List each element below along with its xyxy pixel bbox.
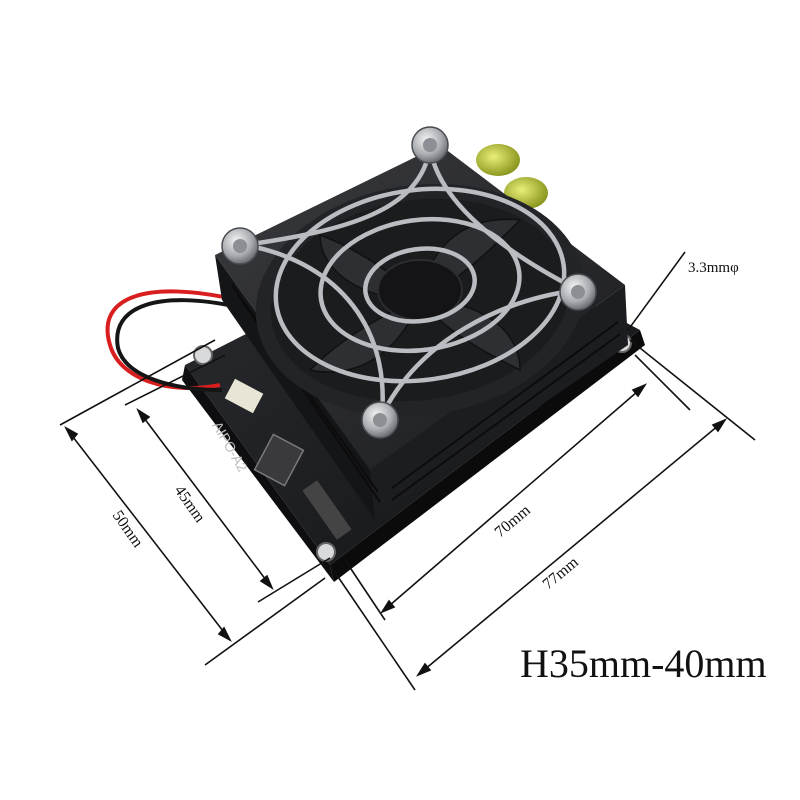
label-width-outer: 77mm xyxy=(540,553,583,593)
fan-connector xyxy=(224,378,264,414)
pin-header xyxy=(253,433,305,487)
fan-guard xyxy=(244,147,580,417)
mounting-hole xyxy=(316,542,336,562)
fan-wire xyxy=(105,289,239,392)
label-hole-diameter: 3.3mmφ xyxy=(688,260,739,276)
fan-screws xyxy=(221,126,597,439)
smd-strip xyxy=(302,480,352,540)
hole-leader xyxy=(627,251,686,331)
height-range-label: H35mm-40mm xyxy=(520,641,767,686)
label-depth-outer: 50mm xyxy=(109,508,147,552)
label-depth-inner: 45mm xyxy=(171,483,209,527)
dim-line-50mm xyxy=(65,427,231,641)
dimension-lines xyxy=(59,251,756,691)
dim-line-45mm xyxy=(137,409,273,589)
dim-line-70mm xyxy=(381,384,646,613)
mounting-hole xyxy=(193,345,213,365)
dim-line-77mm xyxy=(417,419,726,676)
label-width-inner: 70mm xyxy=(492,501,535,541)
